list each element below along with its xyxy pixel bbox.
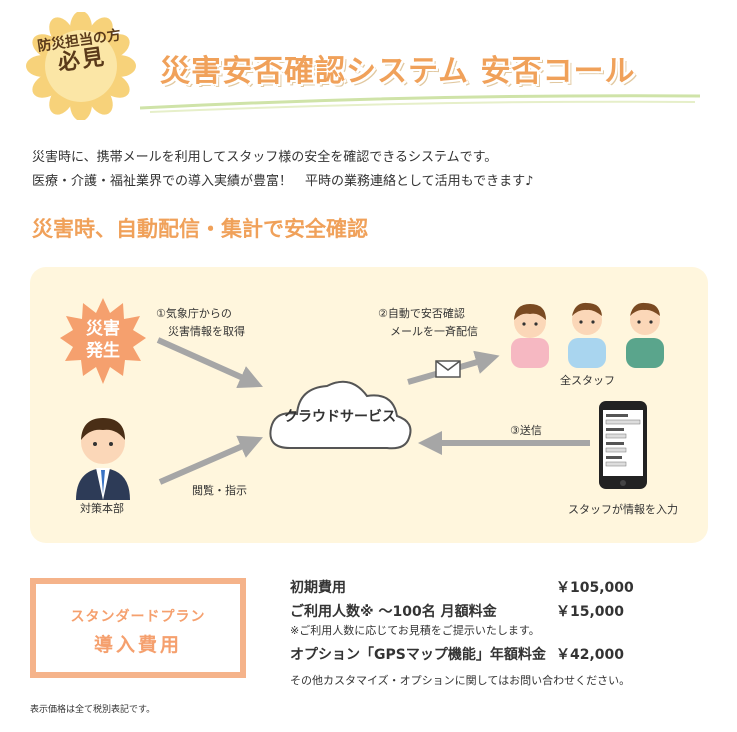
price-row-monthly-label: ご利用人数※ ～100名 月額料金 <box>290 604 497 620</box>
step1-label: ①気象庁からの 災害情報を取得 <box>156 305 245 341</box>
intro-text: 災害時に、携帯メールを利用してスタッフ様の安全を確認できるシステムです。 医療・… <box>32 146 712 194</box>
title-underline-swoosh <box>140 94 700 113</box>
step3-label: ③送信 <box>510 424 542 437</box>
staff-input-label: スタッフが情報を入力 <box>568 503 678 516</box>
disaster-label-line1: 災害 <box>86 319 120 339</box>
cloud-label: クラウドサービス <box>284 409 396 425</box>
mail-envelope-icon <box>435 360 461 378</box>
headquarters-person-icon <box>76 418 130 500</box>
price-row-gps-value: ￥42,000 <box>556 647 625 663</box>
hq-label: 対策本部 <box>80 502 124 515</box>
plan-subtitle: 導入費用 <box>93 634 182 656</box>
step2-line2: メールを一斉配信 <box>390 325 478 338</box>
page-title: 災害安否確認システム 安否コール <box>160 54 636 89</box>
flower-badge-icon <box>26 12 136 120</box>
monthly-note: ※ご利用人数に応じてお見積をご提示いたします。 <box>290 624 540 637</box>
plan-name: スタンダードプラン <box>70 609 206 625</box>
browse-label: 閲覧・指示 <box>192 484 247 497</box>
tax-footnote: 表示価格は全て税別表記です。 <box>30 705 156 715</box>
price-row-initial-label: 初期費用 <box>290 580 346 596</box>
price-row-monthly-value: ￥15,000 <box>556 604 625 620</box>
step2-label: ②自動で安否確認 メールを一斉配信 <box>378 305 478 341</box>
step2-line1: ②自動で安否確認 <box>378 307 465 320</box>
disaster-burst-icon <box>60 298 146 384</box>
step1-line2: 災害情報を取得 <box>168 325 245 338</box>
price-row-initial-value: ￥105,000 <box>556 580 634 596</box>
step1-line1: ①気象庁からの <box>156 307 232 320</box>
disaster-label: 災害 発生 <box>60 318 146 362</box>
staff-group-icon <box>511 302 664 368</box>
all-staff-label: 全スタッフ <box>560 374 615 387</box>
section-title: 災害時、自動配信・集計で安全確認 <box>32 217 368 241</box>
smartphone-icon <box>599 401 647 489</box>
plan-box <box>30 578 246 678</box>
cloud-icon <box>269 380 412 450</box>
price-row-gps-label: オプション「GPSマップ機能」年額料金 <box>290 647 546 663</box>
other-options-note: その他カスタマイズ・オプションに関してはお問い合わせください。 <box>290 674 631 687</box>
intro-line2: 医療・介護・福祉業界での導入実績が豊富！ 平時の業務連絡として活用もできます♪ <box>32 174 534 189</box>
intro-line1: 災害時に、携帯メールを利用してスタッフ様の安全を確認できるシステムです。 <box>32 150 498 165</box>
disaster-label-line2: 発生 <box>86 341 120 361</box>
